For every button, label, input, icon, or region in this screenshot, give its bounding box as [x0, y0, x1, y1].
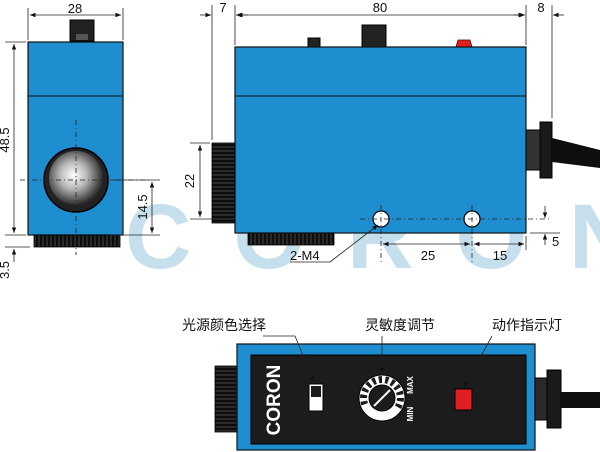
- panel-cable-nut: [546, 369, 562, 429]
- dial-scale-segment: [360, 394, 368, 398]
- front-height-dim: 48.5: [0, 127, 12, 152]
- side-left-dim: 7: [219, 0, 226, 15]
- front-width-dim: 28: [68, 1, 82, 16]
- sensitivity-knob-slot: [373, 389, 391, 407]
- side-hole-height-dim: 5: [552, 234, 559, 249]
- side-length-dim: 80: [373, 0, 387, 15]
- panel-lens-knurl: [214, 365, 238, 433]
- dial-scale-segment: [394, 403, 403, 409]
- leader-color: [294, 335, 315, 383]
- color-select-switch-slider: [311, 386, 321, 397]
- label-color-select: 光源颜色选择: [182, 317, 266, 334]
- dial-scale-segment: [384, 376, 390, 384]
- dial-scale-segment: [389, 378, 397, 387]
- dial-scale-segment: [361, 387, 370, 393]
- dial-scale-segment: [393, 383, 402, 391]
- leader-indicator: [463, 335, 493, 388]
- label-sensitivity: 灵敏度调节: [365, 318, 435, 334]
- front-base-dim: 3.5: [0, 261, 12, 279]
- dial-scale-segment: [396, 390, 404, 396]
- dial-scale-segment: [378, 376, 382, 384]
- side-hole-label: 2-M4: [290, 248, 320, 263]
- side-view: 7 80 8 22 2-M4 25 15 5: [182, 0, 600, 263]
- side-right-dim: 8: [537, 0, 544, 15]
- dial-scale-segment: [360, 400, 368, 406]
- front-base-knurl: [33, 234, 121, 248]
- panel-cable-gland: [534, 377, 548, 421]
- side-hole-offset-dim: 25: [421, 248, 435, 263]
- dial-scale-segment: [371, 377, 377, 386]
- side-cable: [552, 138, 600, 168]
- side-cable-nut: [539, 121, 553, 179]
- side-height-dim: 22: [182, 174, 197, 188]
- side-body: [234, 46, 527, 234]
- panel-brand: CORON: [264, 365, 285, 436]
- label-indicator: 动作指示灯: [492, 318, 562, 334]
- side-hole-spacing-dim: 15: [493, 248, 507, 263]
- side-base-knurl: [247, 232, 335, 246]
- dial-scale-segment: [365, 381, 373, 389]
- side-hole-leader: [329, 224, 379, 263]
- front-lens-offset-dim: 14.5: [135, 194, 150, 219]
- front-lens: [49, 151, 103, 205]
- panel-view: 光源颜色选择 灵敏度调节 动作指示灯 CORON MAX MIN: [182, 317, 600, 451]
- dial-min-label: MIN: [406, 406, 415, 421]
- dial-max-label: MAX: [406, 375, 415, 393]
- side-lens-knurl: [211, 142, 236, 224]
- side-top-screw: [307, 37, 321, 48]
- front-connector-slot: [76, 34, 88, 40]
- front-view: 28 48.5 3.5 14.5: [0, 1, 160, 279]
- action-indicator-light: [454, 388, 473, 411]
- side-top-connector: [361, 24, 387, 48]
- side-indicator-led: [455, 39, 473, 48]
- panel-cable: [561, 392, 600, 408]
- dial-scale-segment: [396, 398, 404, 402]
- sensitivity-scale-ticks: [360, 376, 404, 409]
- side-cable-gland: [525, 129, 541, 171]
